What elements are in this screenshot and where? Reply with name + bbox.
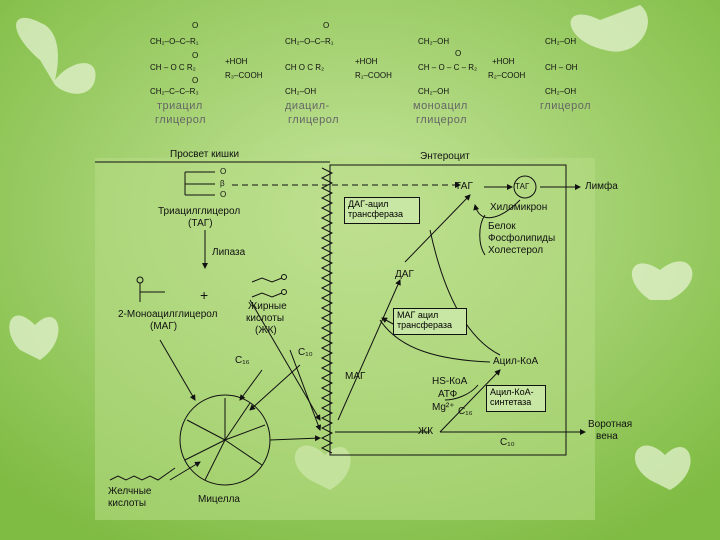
component-3: Холестерол xyxy=(488,245,544,256)
component-1: Белок xyxy=(488,221,516,232)
tag-mark-3: O xyxy=(220,190,227,199)
dag-line3: CH₂–OH xyxy=(285,87,317,96)
fa-label2: кислоты xyxy=(246,313,285,324)
dag-enzyme-box: ДАГ-ацил трансфераза xyxy=(344,197,420,224)
dag-r1-o: O xyxy=(323,21,330,30)
enterocyte-box xyxy=(329,164,567,456)
mag-enzyme-box: МАГ ацил трансфераза xyxy=(393,308,467,335)
fa-label3: (ЖК) xyxy=(255,325,277,336)
synthetase-box: Ацил-КоА- синтетаза xyxy=(486,385,546,412)
dag-line2: CH O C R₂ xyxy=(285,63,325,72)
chylomicron-label: Хиломикрон xyxy=(490,202,548,213)
step2-b: R₁–COOH xyxy=(355,71,392,80)
tag-mark-2: β xyxy=(220,179,225,188)
plus-sign: + xyxy=(200,287,209,303)
gly-line2: CH – OH xyxy=(545,63,578,72)
step1-a: +HOH xyxy=(225,57,248,66)
c10-label: C₁₀ xyxy=(298,347,313,358)
tag-line3: CH₂–C–C–R₃ xyxy=(150,87,199,96)
step3-a: +HOH xyxy=(492,57,515,66)
dag-name1: диацил- xyxy=(285,100,330,112)
lymph-label: Лимфа xyxy=(585,181,618,192)
dag-enzyme-line2: трансфераза xyxy=(348,209,404,219)
gly-line1: CH₂–OH xyxy=(545,37,577,46)
mag-enzyme-line1: МАГ ацил xyxy=(397,310,439,320)
dag-line1: CH₂–O–C–R₁ xyxy=(285,37,334,46)
mag-name2: глицерол xyxy=(416,114,468,126)
step2-a: +HOH xyxy=(355,57,378,66)
circle-tag-label: ТАГ xyxy=(515,182,530,191)
c16-in-label: C₁₆ xyxy=(458,406,473,417)
tag-name1: триацил xyxy=(157,100,203,112)
portal-label2: вена xyxy=(596,431,618,442)
hs-coa-label: HS-КоА xyxy=(432,376,468,387)
lipase-label: Липаза xyxy=(212,247,246,258)
mag-line1: CH₂–OH xyxy=(418,37,450,46)
dag-name2: глицерол xyxy=(288,114,340,126)
mg-label: Mg²⁺ xyxy=(432,402,455,413)
lumen-title: Просвет кишки xyxy=(170,149,240,160)
bile-label1: Желчные xyxy=(108,486,152,497)
tag-name2: глицерол xyxy=(155,114,207,126)
mag-line3: CH₂–OH xyxy=(418,87,450,96)
c10-in-label: C₁₀ xyxy=(500,437,515,448)
enterocyte-title: Энтероцит xyxy=(420,151,470,162)
acyl-coa-label: Ацил-КоА xyxy=(493,356,539,367)
micelle-label: Мицелла xyxy=(198,494,240,505)
step3-b: R₂–COOH xyxy=(488,71,526,80)
tag-mark-1: O xyxy=(220,167,227,176)
gly-line3: CH₂–OH xyxy=(545,87,577,96)
cell-tag: ТАГ xyxy=(455,181,473,192)
step1-b: R₃–COOH xyxy=(225,71,263,80)
portal-label1: Воротная xyxy=(588,419,633,430)
component-2: Фосфолипиды xyxy=(488,233,556,244)
mag-r2-o: O xyxy=(455,49,462,58)
mag-label2: (МАГ) xyxy=(150,321,178,332)
dag-enzyme-line1: ДАГ-ацил xyxy=(348,199,389,209)
tag-label1: Триацилглицерол xyxy=(158,206,241,217)
tag-label2: (ТАГ) xyxy=(188,218,213,229)
cell-dag: ДАГ xyxy=(395,269,414,280)
mag-enzyme-line2: трансфераза xyxy=(397,320,453,330)
tag-r1-o: O xyxy=(192,21,199,30)
synthetase-line2: синтетаза xyxy=(490,397,532,407)
atp-label: АТФ xyxy=(438,389,458,400)
fa-label1: Жирные xyxy=(248,301,287,312)
zhk-label: ЖК xyxy=(418,426,434,437)
tag-line2: CH – O C R₂ xyxy=(150,63,196,72)
mag-label1: 2-Моноацилглицерол xyxy=(118,309,218,320)
synthetase-line1: Ацил-КоА- xyxy=(490,387,534,397)
cell-mag: МАГ xyxy=(345,371,366,382)
bile-label2: кислоты xyxy=(108,498,147,509)
tag-r3-o: O xyxy=(192,76,199,85)
mag-line2: CH – O – C – R₂ xyxy=(418,63,478,72)
c16-label: C₁₆ xyxy=(235,355,250,366)
membrane-zigzag xyxy=(320,167,334,454)
tag-line1: CH₂–O–C–R₁ xyxy=(150,37,199,46)
tag-circle xyxy=(513,175,537,199)
gly-name: глицерол xyxy=(540,100,592,112)
tag-r2-o: O xyxy=(192,51,199,60)
mag-name1: моноацил xyxy=(413,100,468,112)
